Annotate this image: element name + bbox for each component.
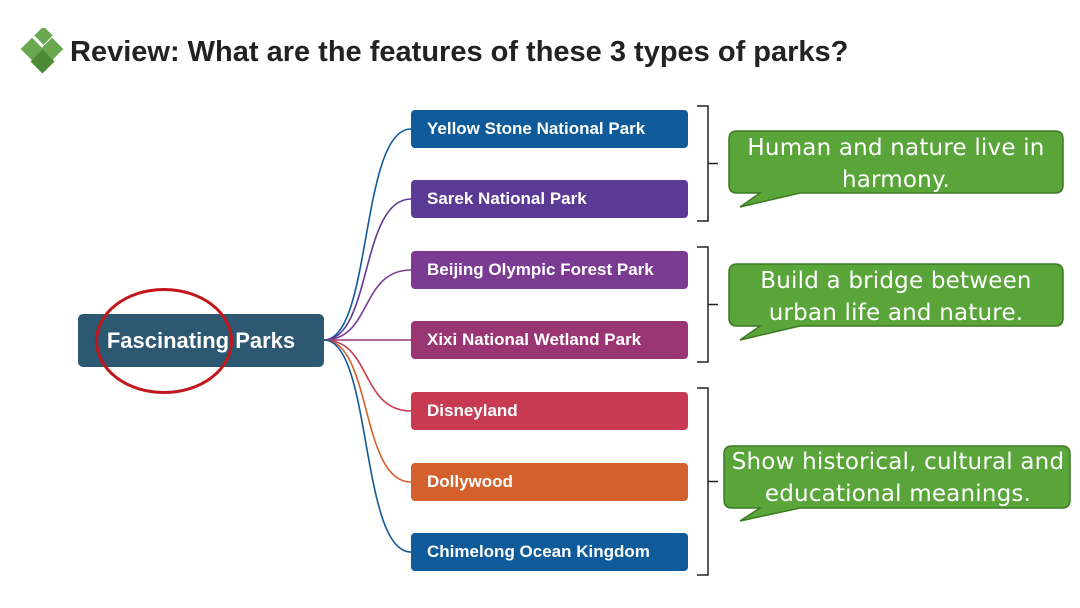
page-title: Review: What are the features of these 3…	[70, 36, 849, 68]
group-bracket	[697, 105, 718, 222]
park-node-beijing-olympic: Beijing Olympic Forest Park	[411, 251, 688, 289]
park-node-chimelong: Chimelong Ocean Kingdom	[411, 533, 688, 571]
group-bracket	[697, 387, 718, 576]
feature-bubble-text-1: Human and nature live in harmony.	[747, 135, 1045, 193]
highlight-ellipse	[95, 288, 233, 394]
park-node-label: Chimelong Ocean Kingdom	[427, 542, 650, 561]
connector-line	[323, 269, 412, 341]
connector-line	[323, 339, 412, 553]
park-node-dollywood: Dollywood	[411, 463, 688, 501]
park-node-label: Xixi National Wetland Park	[427, 330, 642, 349]
diamond-logo-icon	[20, 28, 64, 74]
feature-bubble	[723, 445, 1071, 522]
park-node-sarek: Sarek National Park	[411, 180, 688, 218]
feature-bubble	[728, 130, 1064, 208]
park-node-disneyland: Disneyland	[411, 392, 688, 430]
group-bracket	[697, 246, 718, 363]
connector-line	[323, 198, 412, 341]
park-node-yellowstone: Yellow Stone National Park	[411, 110, 688, 148]
park-node-label: Beijing Olympic Forest Park	[427, 260, 654, 279]
connector-line	[323, 339, 412, 483]
connector-line	[323, 128, 412, 341]
feature-bubble-text-3: Show historical, cultural and educationa…	[731, 449, 1065, 507]
park-node-xixi: Xixi National Wetland Park	[411, 321, 688, 359]
feature-bubble-text-2: Build a bridge between urban life and na…	[760, 268, 1032, 326]
park-node-label: Disneyland	[427, 401, 518, 420]
park-node-label: Sarek National Park	[427, 189, 587, 208]
park-node-label: Yellow Stone National Park	[427, 119, 646, 138]
feature-bubble	[728, 263, 1064, 341]
connector-line	[323, 339, 412, 412]
park-node-label: Dollywood	[427, 472, 513, 491]
